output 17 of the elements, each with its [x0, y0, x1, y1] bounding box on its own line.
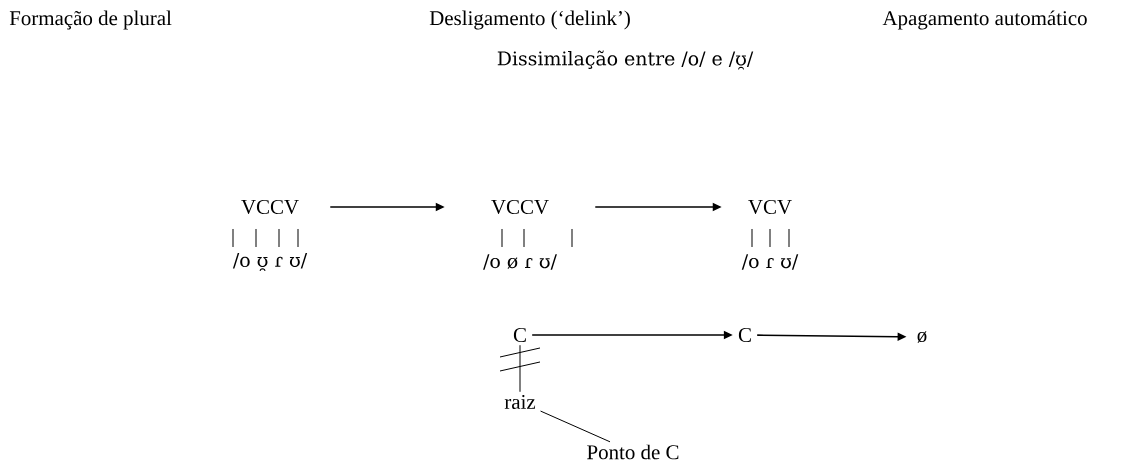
segment-string: /o ʊ̯ ɾ ʊ/ [232, 253, 308, 271]
text-label: ø [917, 331, 927, 343]
tier-label: VCCV [241, 199, 299, 215]
leader-line [540, 410, 611, 443]
text-label: Ponto de C [587, 444, 679, 460]
segment-string: /o ɾ ʊ/ [741, 254, 799, 270]
association-line [519, 344, 521, 393]
tier-label: VCV [748, 199, 792, 215]
tier-label: VCCV [491, 199, 549, 215]
segment-string: /o ø ɾ ʊ/ [483, 254, 557, 270]
heading-text: Desligamento (‘delink’) [429, 10, 630, 30]
text-label: C [513, 327, 526, 342]
text-label: C [738, 327, 751, 342]
heading-text: Apagamento automático [882, 10, 1087, 30]
text-label: raiz [504, 394, 536, 409]
heading-text: Formação de plural [9, 10, 172, 30]
heading-text: Dissimilação entre /o/ e /ʊ̯/ [497, 50, 754, 70]
